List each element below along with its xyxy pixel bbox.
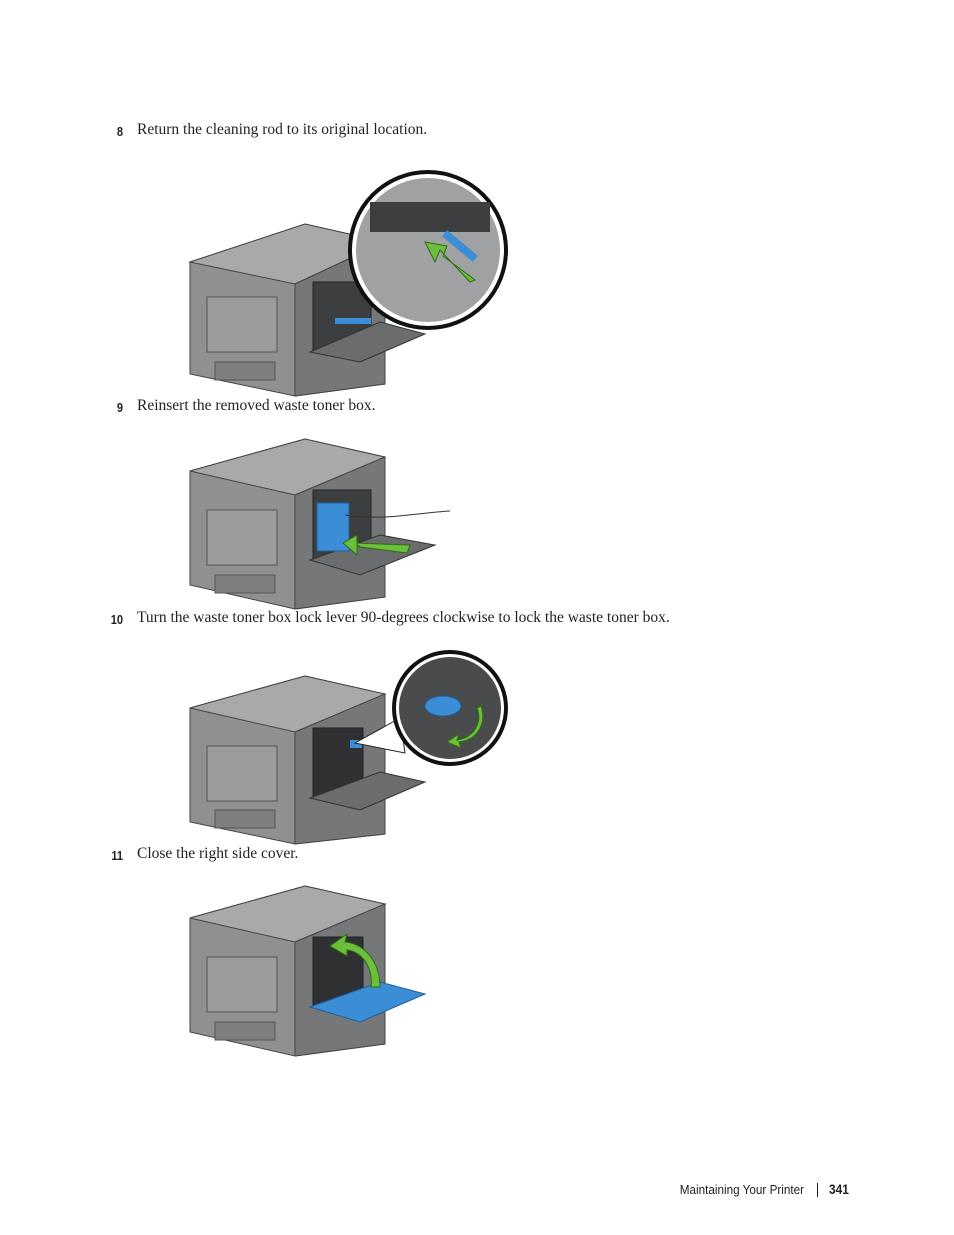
zoom-cleaning-rod xyxy=(442,230,478,262)
step-number: 9 xyxy=(116,400,123,415)
step-text: Reinsert the removed waste toner box. xyxy=(137,397,376,414)
front-panel xyxy=(206,745,278,802)
cleaning-rod xyxy=(335,318,371,324)
footer-divider xyxy=(817,1183,818,1197)
step-text: Turn the waste toner box lock lever 90-d… xyxy=(137,609,670,626)
step-9: 9 Reinsert the removed waste toner box. xyxy=(0,396,954,420)
toner-slots xyxy=(370,202,490,232)
hand-outline xyxy=(344,510,451,518)
paper-tray xyxy=(214,1021,276,1041)
step-10: 10 Turn the waste toner box lock lever 9… xyxy=(0,608,954,632)
figure-close-side-cover xyxy=(189,885,427,1057)
step-text: Return the cleaning rod to its original … xyxy=(137,121,428,138)
step-8: 8 Return the cleaning rod to its origina… xyxy=(0,120,954,144)
close-arrow-icon xyxy=(329,932,381,988)
figure-return-cleaning-rod xyxy=(188,170,508,397)
arrow-green-icon xyxy=(353,542,411,554)
step-number: 10 xyxy=(110,612,123,627)
arrow-green-icon xyxy=(424,241,477,283)
footer-section-title: Maintaining Your Printer xyxy=(679,1182,804,1197)
page-number: 341 xyxy=(829,1181,849,1197)
step-number: 8 xyxy=(116,124,123,139)
paper-tray xyxy=(214,574,276,594)
step-number: 11 xyxy=(111,848,123,863)
front-panel xyxy=(206,956,278,1013)
open-side-cover xyxy=(308,321,427,363)
step-11: 11 Close the right side cover. xyxy=(0,844,954,868)
page-footer: Maintaining Your Printer 341 xyxy=(0,1180,954,1200)
arrow-head-icon xyxy=(342,534,358,557)
figure-reinsert-waste-toner-box xyxy=(189,438,451,610)
zoom-view xyxy=(356,178,500,322)
step-text: Close the right side cover. xyxy=(137,845,299,862)
paper-tray xyxy=(214,809,276,829)
rotate-arrow-icon xyxy=(445,705,484,749)
paper-tray xyxy=(214,361,276,381)
front-panel xyxy=(206,296,278,353)
front-panel xyxy=(206,509,278,566)
lock-lever xyxy=(350,740,362,748)
open-side-cover xyxy=(308,771,427,811)
right-side-cover xyxy=(308,981,427,1023)
figure-lock-lever xyxy=(189,650,508,845)
zoom-lock-lever xyxy=(424,695,462,717)
